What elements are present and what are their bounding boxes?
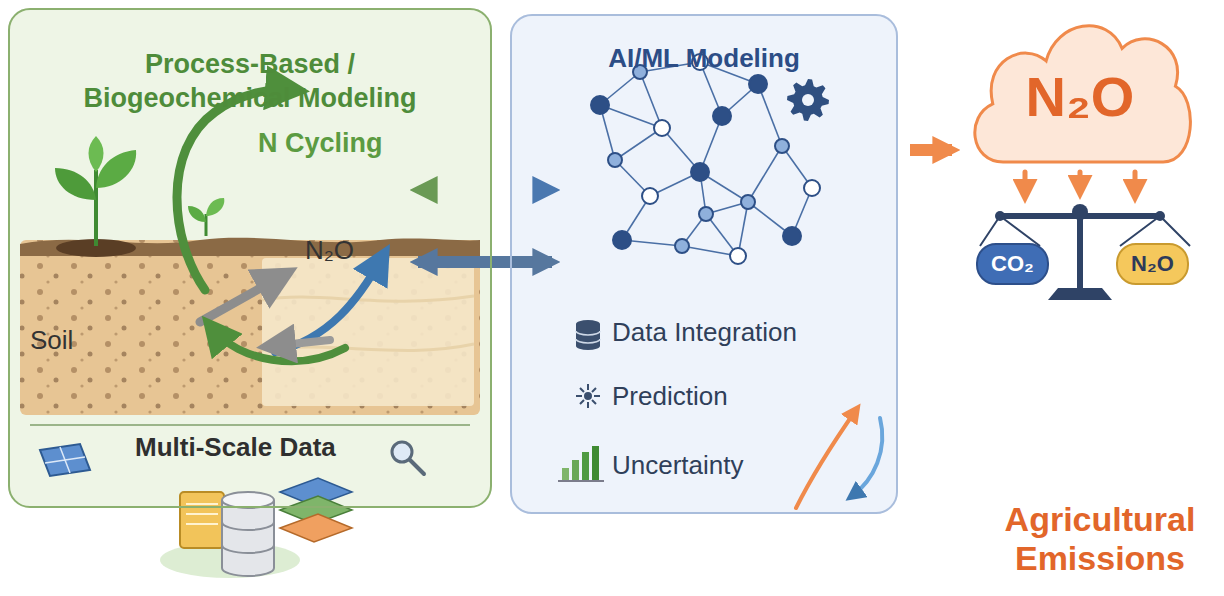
network-link bbox=[748, 146, 782, 202]
solar-panel-icon-part bbox=[40, 444, 90, 476]
network-node bbox=[675, 239, 689, 253]
plant-icon-part bbox=[205, 214, 208, 236]
bar-chart-icon-part bbox=[572, 460, 579, 480]
balance-scale-part bbox=[980, 216, 1190, 246]
database-icon bbox=[576, 320, 600, 350]
data-stack-icon-part bbox=[280, 514, 352, 542]
network-node bbox=[741, 195, 755, 209]
prediction-icon-part bbox=[585, 393, 591, 399]
network-link bbox=[640, 72, 662, 128]
solar-panel-icon bbox=[40, 444, 90, 476]
soil-label: Soil bbox=[30, 326, 73, 356]
prediction-icon-part bbox=[576, 384, 600, 408]
feature-label: Prediction bbox=[612, 382, 728, 412]
gear-icon bbox=[787, 79, 829, 121]
network-node bbox=[713, 107, 731, 125]
network-node bbox=[783, 227, 801, 245]
gas-pill: CO₂ bbox=[976, 243, 1049, 285]
network-node bbox=[804, 180, 820, 196]
data-stack-icon-part bbox=[180, 492, 224, 548]
bar-chart-icon-part bbox=[558, 480, 604, 482]
panel-title: AI/ML Modeling bbox=[524, 42, 884, 75]
network-node bbox=[642, 188, 658, 204]
network-node bbox=[691, 163, 709, 181]
solar-panel-icon-part bbox=[45, 447, 85, 473]
plant-icon-part bbox=[55, 168, 96, 200]
feature-label: Uncertainty bbox=[612, 451, 744, 481]
magnifier-icon bbox=[392, 442, 424, 474]
feedback-arrow-part bbox=[796, 410, 856, 508]
gear-icon bbox=[787, 79, 829, 121]
node-text: N₂O bbox=[1131, 250, 1174, 278]
plant-icon bbox=[55, 136, 224, 257]
network-node bbox=[654, 120, 670, 136]
data-stack-icon-part bbox=[222, 492, 274, 508]
cycle-arrow bbox=[177, 90, 382, 362]
soil-illustration bbox=[20, 238, 480, 415]
bar-chart-icon-part bbox=[562, 468, 569, 480]
feedback-arrow bbox=[796, 410, 882, 508]
emission-cloud: N₂O bbox=[962, 8, 1198, 172]
network-node bbox=[591, 96, 609, 114]
database-icon-part bbox=[576, 324, 600, 346]
network-node bbox=[608, 153, 622, 167]
soil-illustration-part bbox=[262, 296, 474, 350]
feedback-arrow-part bbox=[852, 418, 882, 496]
magnifier-icon-part bbox=[410, 460, 424, 474]
data-stack-icon-part bbox=[222, 500, 274, 576]
prediction-icon bbox=[576, 384, 600, 408]
network-node bbox=[730, 248, 746, 264]
data-stack-icon bbox=[160, 478, 352, 578]
connector-group bbox=[418, 150, 952, 262]
balance-scale bbox=[980, 204, 1190, 300]
network-node bbox=[775, 139, 789, 153]
balance-scale-part bbox=[1072, 204, 1088, 220]
neural-network-icon bbox=[591, 54, 820, 264]
gas-label: N₂O bbox=[305, 236, 354, 266]
data-stack-icon-part bbox=[222, 522, 274, 553]
soil-illustration-part bbox=[20, 240, 480, 415]
network-node bbox=[749, 75, 767, 93]
ml-panel: AI/ML Modeling bbox=[510, 14, 898, 514]
gear-hole bbox=[802, 94, 814, 106]
cycle-arrow-part bbox=[200, 276, 282, 322]
soil-illustration-part bbox=[20, 240, 480, 415]
gas-pill: N₂O bbox=[1116, 243, 1189, 285]
node-text: N₂O bbox=[1026, 62, 1135, 132]
soil-illustration-part bbox=[262, 258, 474, 406]
emissions-label: Agricultural Emissions bbox=[980, 500, 1220, 578]
balance-scale-part bbox=[1048, 288, 1112, 300]
connector-arrow bbox=[910, 144, 952, 156]
soil-illustration-part bbox=[20, 238, 480, 256]
data-label: Multi-Scale Data bbox=[135, 433, 336, 463]
emission-arrow-part bbox=[1078, 172, 1083, 190]
plant-icon-part bbox=[89, 136, 104, 172]
cloud-shape bbox=[975, 26, 1191, 162]
cycle-arrow-part bbox=[272, 340, 330, 346]
panel-fill bbox=[510, 14, 898, 514]
network-node bbox=[699, 207, 713, 221]
bar-chart-icon-part bbox=[582, 452, 589, 480]
balance-scale-part bbox=[1077, 208, 1083, 290]
database-icon-part bbox=[576, 331, 600, 343]
panel-title: Process-Based / Biogeochemical Modeling bbox=[40, 48, 460, 116]
plant-icon-part bbox=[188, 206, 206, 222]
process-label: N Cycling bbox=[258, 128, 383, 159]
plant-icon-part bbox=[206, 198, 224, 216]
emission-arrow-part bbox=[1023, 172, 1028, 194]
emission-arrow-part bbox=[1133, 172, 1138, 194]
connector-arrow bbox=[418, 184, 552, 196]
divider-line bbox=[30, 424, 470, 426]
cycle-arrow-part bbox=[212, 328, 345, 361]
bar-chart-icon-part bbox=[592, 446, 599, 480]
feature-label: Data Integration bbox=[612, 318, 797, 348]
node-text: CO₂ bbox=[991, 250, 1034, 278]
bar-chart-icon bbox=[558, 446, 604, 481]
connector-arrow bbox=[418, 256, 552, 268]
cycle-arrow-part bbox=[177, 90, 292, 290]
network-node bbox=[613, 231, 631, 249]
emission-arrow bbox=[1025, 172, 1135, 194]
panel-fill bbox=[8, 8, 898, 514]
